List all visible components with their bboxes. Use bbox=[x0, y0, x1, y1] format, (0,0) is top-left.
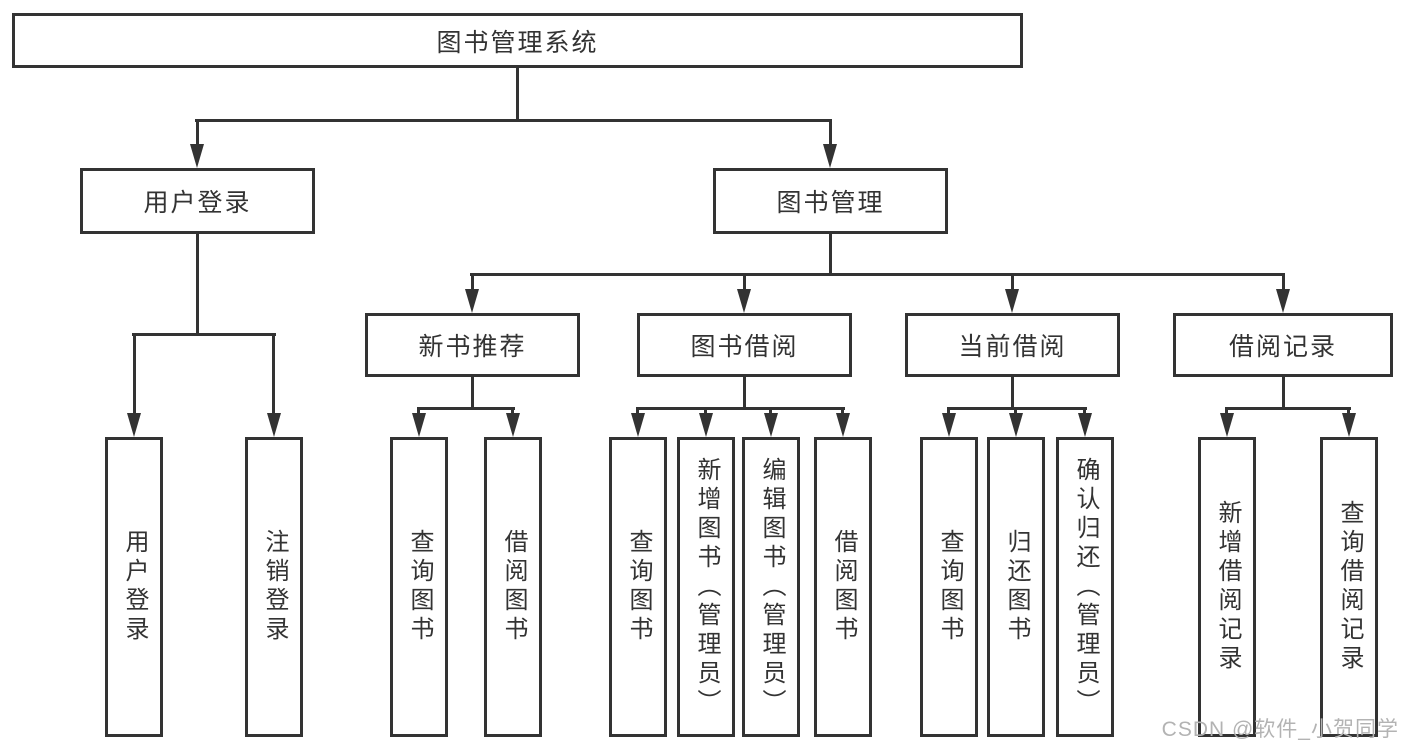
connector-vline bbox=[417, 407, 420, 417]
connector-vline bbox=[829, 119, 832, 149]
down-arrowhead-icon bbox=[823, 144, 837, 168]
leaf-confirm-return-admin: 确认归还（管理员） bbox=[1056, 437, 1114, 737]
connector-vline bbox=[636, 407, 639, 417]
connector-vline bbox=[516, 68, 519, 122]
down-arrowhead-icon bbox=[1342, 413, 1356, 437]
connector-hline bbox=[132, 333, 276, 336]
connector-hline bbox=[947, 407, 1087, 410]
connector-hline bbox=[417, 407, 515, 410]
down-arrowhead-icon bbox=[1005, 289, 1019, 313]
node-root: 图书管理系统 bbox=[12, 13, 1023, 68]
down-arrowhead-icon bbox=[1009, 413, 1023, 437]
connector-vline bbox=[1282, 377, 1285, 410]
connector-vline bbox=[1011, 273, 1014, 293]
down-arrowhead-icon bbox=[836, 413, 850, 437]
node-book-management: 图书管理 bbox=[713, 168, 948, 234]
connector-vline bbox=[841, 407, 844, 417]
down-arrowhead-icon bbox=[942, 413, 956, 437]
connector-vline bbox=[1014, 407, 1017, 417]
connector-vline bbox=[1347, 407, 1350, 417]
connector-vline bbox=[471, 377, 474, 410]
connector-vline bbox=[471, 273, 474, 293]
node-borrow-records: 借阅记录 bbox=[1173, 313, 1393, 377]
connector-vline bbox=[704, 407, 707, 417]
connector-hline bbox=[1225, 407, 1351, 410]
leaf-add-borrow-record: 新增借阅记录 bbox=[1198, 437, 1256, 737]
leaf-query-books-borrow: 查询图书 bbox=[609, 437, 667, 737]
connector-vline bbox=[272, 333, 275, 417]
down-arrowhead-icon bbox=[631, 413, 645, 437]
leaf-query-books-current: 查询图书 bbox=[920, 437, 978, 737]
leaf-user-login: 用户登录 bbox=[105, 437, 163, 737]
connector-vline bbox=[829, 234, 832, 276]
leaf-return-book: 归还图书 bbox=[987, 437, 1045, 737]
down-arrowhead-icon bbox=[190, 144, 204, 168]
connector-hline bbox=[195, 119, 832, 122]
leaf-borrow-books: 借阅图书 bbox=[814, 437, 872, 737]
down-arrowhead-icon bbox=[737, 289, 751, 313]
connector-vline bbox=[1011, 377, 1014, 410]
down-arrowhead-icon bbox=[127, 413, 141, 437]
node-current-borrow: 当前借阅 bbox=[905, 313, 1120, 377]
leaf-query-books-recommend: 查询图书 bbox=[390, 437, 448, 737]
connector-vline bbox=[196, 119, 199, 149]
down-arrowhead-icon bbox=[764, 413, 778, 437]
node-user-login: 用户登录 bbox=[80, 168, 315, 234]
leaf-logout: 注销登录 bbox=[245, 437, 303, 737]
connector-vline bbox=[511, 407, 514, 417]
down-arrowhead-icon bbox=[506, 413, 520, 437]
leaf-add-book-admin: 新增图书（管理员） bbox=[677, 437, 735, 737]
connector-vline bbox=[1282, 273, 1285, 293]
down-arrowhead-icon bbox=[1276, 289, 1290, 313]
connector-vline bbox=[947, 407, 950, 417]
node-new-book-recommend: 新书推荐 bbox=[365, 313, 580, 377]
leaf-borrow-books-recommend: 借阅图书 bbox=[484, 437, 542, 737]
down-arrowhead-icon bbox=[1078, 413, 1092, 437]
down-arrowhead-icon bbox=[699, 413, 713, 437]
leaf-edit-book-admin: 编辑图书（管理员） bbox=[742, 437, 800, 737]
connector-vline bbox=[743, 273, 746, 293]
down-arrowhead-icon bbox=[412, 413, 426, 437]
watermark: CSDN @软件_小贺同学 bbox=[1161, 718, 1399, 741]
down-arrowhead-icon bbox=[267, 413, 281, 437]
connector-vline bbox=[1225, 407, 1228, 417]
down-arrowhead-icon bbox=[465, 289, 479, 313]
connector-vline bbox=[1083, 407, 1086, 417]
connector-vline bbox=[196, 234, 199, 336]
node-book-borrow: 图书借阅 bbox=[637, 313, 852, 377]
connector-vline bbox=[769, 407, 772, 417]
connector-hline bbox=[636, 407, 845, 410]
connector-vline bbox=[133, 333, 136, 417]
leaf-query-borrow-record: 查询借阅记录 bbox=[1320, 437, 1378, 737]
connector-vline bbox=[743, 377, 746, 410]
connector-hline bbox=[470, 273, 1285, 276]
down-arrowhead-icon bbox=[1220, 413, 1234, 437]
